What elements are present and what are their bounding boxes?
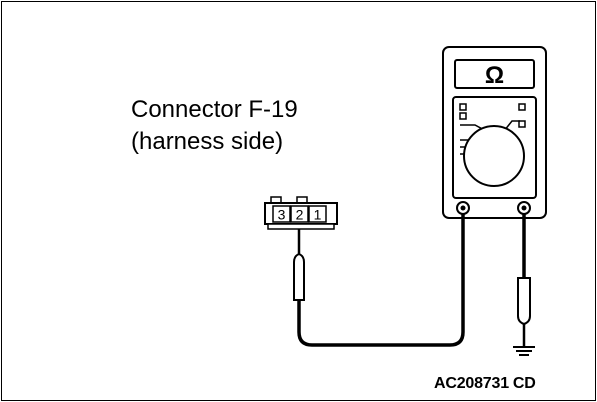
connector-subtitle: (harness side) [131,128,284,155]
multimeter-icon: Ω [442,46,547,219]
pin-cell-3 [272,205,291,223]
pin-label-3: 3 [278,207,286,223]
test-probe-icon [293,220,305,301]
pin-label-2: 2 [296,207,304,223]
connector-icon: 3 2 1 [264,196,338,230]
pin-cell-2 [290,205,309,223]
figure-code-suffix: CD [512,375,536,392]
rotary-dial [463,125,525,187]
pin-cell-1 [308,205,327,223]
connector-title: Connector F-19 [131,96,298,123]
meter-display [454,59,535,89]
ohm-symbol-icon: Ω [485,62,504,89]
ground-probe [517,277,531,346]
figure-code-id: AC208731 [434,375,509,392]
ground-symbol-icon [513,346,535,356]
test-lead-left [297,214,465,347]
pin-label-1: 1 [314,207,322,223]
